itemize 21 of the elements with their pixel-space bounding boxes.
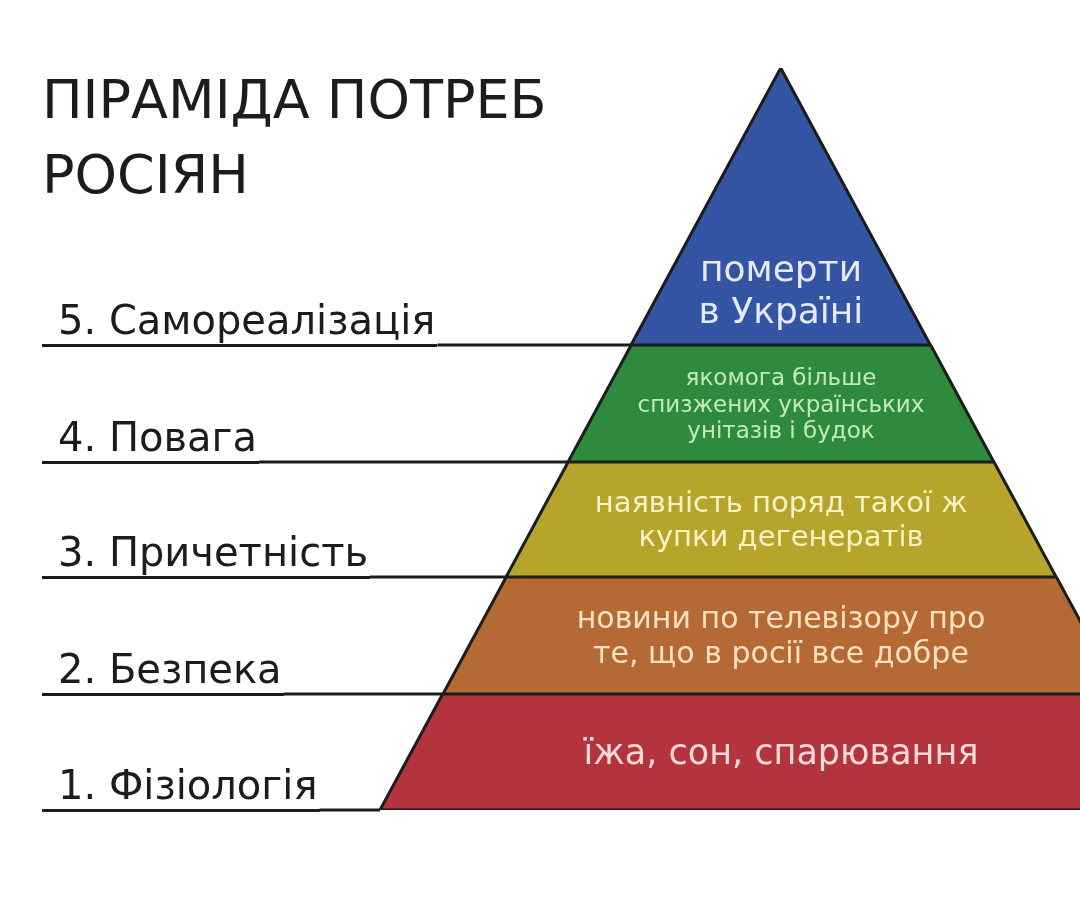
pyramid-level [502,462,1060,577]
leader-line [259,460,569,464]
pyramid-level [565,345,997,462]
level-description: наявність поряд такої ж купки дегенератів [593,486,969,554]
level-description: якомога більше спизжених українських унітазів і будок [636,363,926,445]
level-description: їжа, сон, спарювання [583,731,979,773]
diagram-title: ПІРАМІДА ПОТРЕБ РОСІЯН [42,67,548,208]
level-label: 2. Безпека [42,644,284,696]
leader-line [283,692,443,696]
level-label: 5. Самореалізація [42,295,438,347]
pyramid-level [628,68,934,345]
level-label: 1. Фізіологія [42,760,320,812]
leader-line [319,808,380,812]
level-description: новини по телевізору про те, що в росії все добре [575,601,987,671]
leader-line [370,575,506,579]
pyramid-level [439,577,1080,694]
leader-line [437,343,632,347]
level-label: 4. Повага [42,412,260,464]
pyramid-level [377,694,1080,810]
level-label: 3. Причетність [42,527,371,579]
level-description: померти в Україні [697,248,865,332]
